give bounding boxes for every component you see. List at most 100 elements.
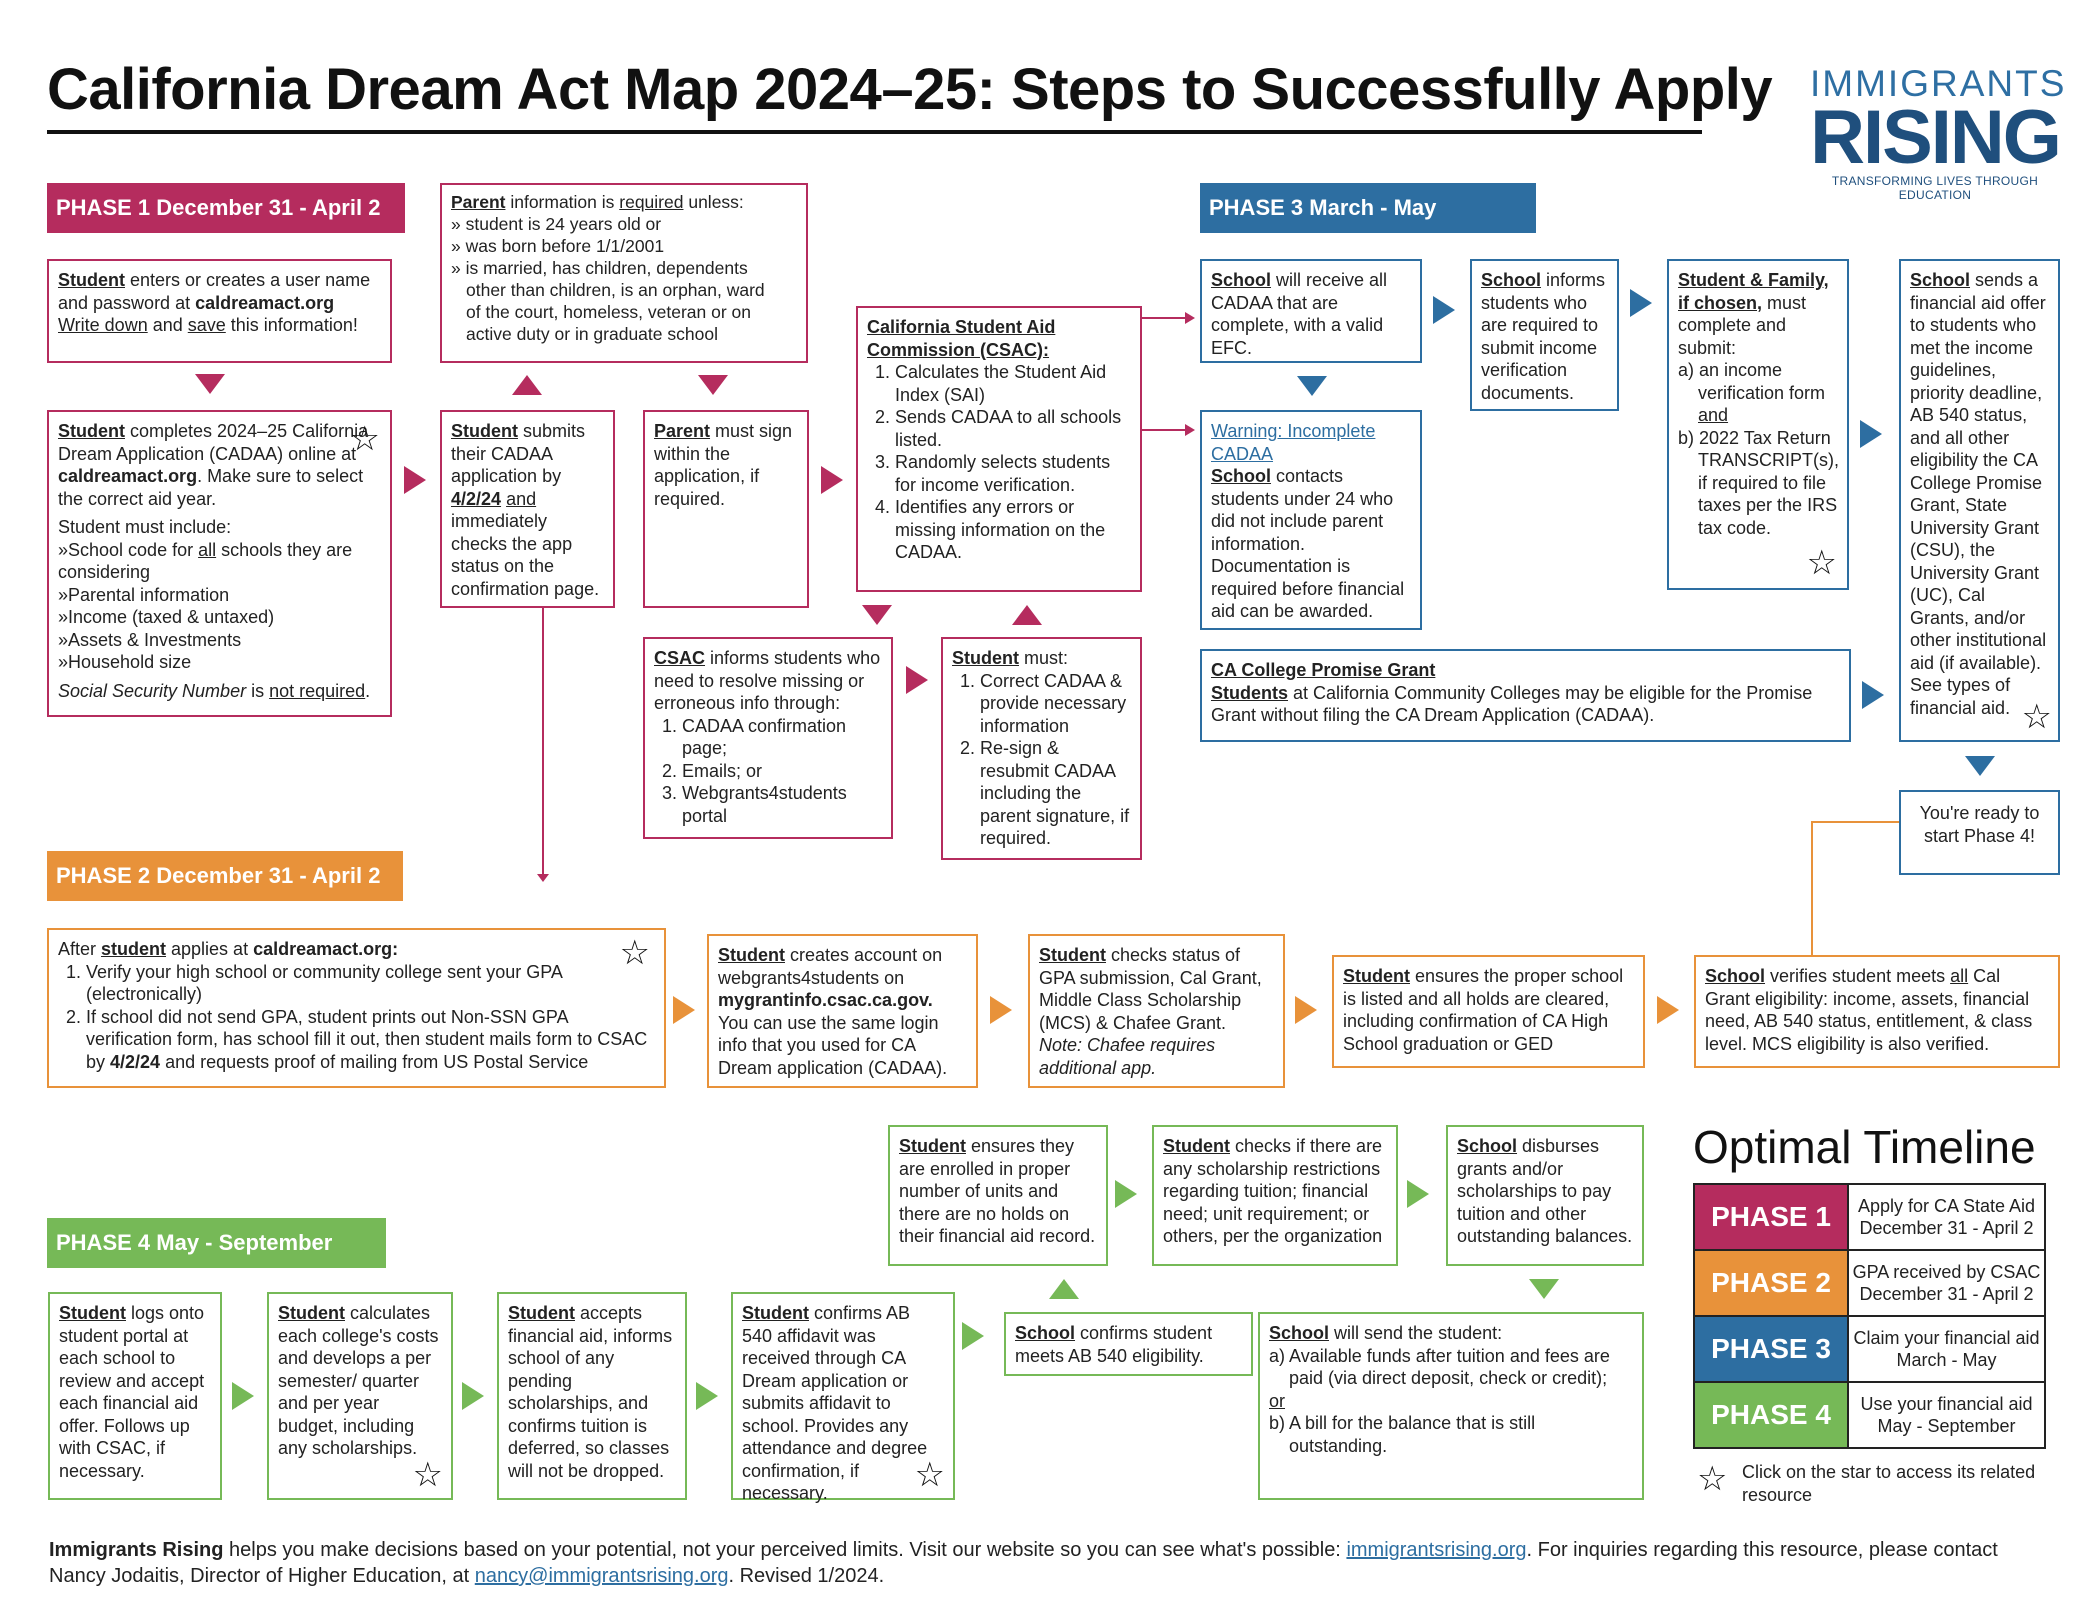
- box-create-account: Student enters or creates a user name an…: [47, 259, 392, 363]
- timeline-phase-label: PHASE 1: [1695, 1185, 1847, 1249]
- list-item: Verify your high school or community col…: [86, 961, 655, 1006]
- text: and: [506, 488, 537, 509]
- arrow-down: [1529, 1279, 1559, 1299]
- box-parent-sign: Parent must sign within the application,…: [643, 410, 809, 608]
- box-webgrants-account: Student creates account on webgrants4stu…: [707, 934, 978, 1088]
- arrow-right: [1433, 296, 1455, 324]
- arrow-down: [698, 375, 728, 395]
- text: and: [1698, 405, 1729, 425]
- text: Write down: [58, 315, 148, 335]
- text: required: [619, 192, 684, 212]
- text: creates account on webgrants4students on: [718, 945, 943, 988]
- box-parent-info: Parent information is required unless: »…: [440, 183, 808, 363]
- logo-text-main: RISING: [1810, 95, 2062, 180]
- text: and requests proof of mailing from US Po…: [160, 1051, 589, 1072]
- text: March - May: [1896, 1350, 1997, 1370]
- text: or: [1269, 1390, 1286, 1411]
- text: at California Community Colleges may be …: [1211, 682, 1813, 726]
- text: December 31 - April 2: [1859, 1284, 2034, 1304]
- arrow-right: [962, 1322, 984, 1350]
- footer-org: Immigrants Rising: [49, 1539, 224, 1561]
- star-resource-icon[interactable]: ☆: [1806, 544, 1837, 582]
- text: must:: [1019, 648, 1069, 668]
- site-name: mygrantinfo.csac.ca.gov.: [718, 990, 933, 1010]
- text: Claim your financial aid: [1853, 1328, 2040, 1348]
- text: Social Security Number: [58, 680, 247, 701]
- box-complete-cadaa: Student completes 2024–25 California Dre…: [47, 410, 392, 717]
- subject: School: [1269, 1323, 1330, 1343]
- subject: School: [1015, 1323, 1076, 1343]
- box-enrolled-units: Student ensures they are enrolled in pro…: [888, 1125, 1108, 1266]
- text: Cal Grant eligibility: income, assets, f…: [1705, 966, 2033, 1054]
- arrow-right: [1862, 681, 1884, 709]
- text: a) an income verification form: [1678, 360, 1826, 403]
- text: confirms student meets AB 540 eligibilit…: [1015, 1323, 1213, 1366]
- list-item: »Income (taxed & untaxed): [58, 607, 275, 627]
- subject: Student: [1163, 1136, 1230, 1156]
- arrow-right: [1115, 1180, 1137, 1208]
- text: May - September: [1877, 1416, 2016, 1436]
- text: Use your financial aid: [1860, 1394, 2033, 1414]
- text: You're ready to start Phase 4!: [1919, 803, 2040, 846]
- subject: Parent: [654, 421, 711, 441]
- site-name: caldreamact.org: [58, 466, 198, 486]
- text: applies at: [166, 939, 254, 959]
- list-item: CADAA confirmation page;: [682, 715, 882, 760]
- subject: Student: [899, 1136, 966, 1156]
- text: b) A bill for the balance that is still …: [1269, 1413, 1536, 1456]
- list-item: »School code for: [58, 539, 199, 560]
- text: verifies student meets: [1765, 966, 1951, 986]
- subject: Student & Family, if chosen,: [1678, 270, 1829, 313]
- text: Apply for CA State Aid: [1857, 1196, 2036, 1216]
- subject: Student: [278, 1303, 345, 1323]
- box-school-listed: Student ensures the proper school is lis…: [1332, 955, 1645, 1068]
- list-item: » is married, has children, dependents: [451, 258, 748, 278]
- phase-3-label: PHASE 3 March - May: [1200, 183, 1536, 233]
- subject: Student: [1039, 945, 1106, 965]
- arrow-right: [906, 666, 928, 694]
- subject: Student: [952, 648, 1019, 668]
- subject: Student: [451, 421, 518, 441]
- text: calculates each college's costs and deve…: [278, 1303, 439, 1458]
- website-link[interactable]: immigrantsrising.org: [1346, 1539, 1527, 1561]
- text: submits their CADAA application by: [451, 421, 586, 486]
- text: December 31 - April 2: [1859, 1218, 2034, 1238]
- promise-grant-title: CA College Promise Grant: [1211, 660, 1436, 680]
- box-submit-cadaa: Student submits their CADAA application …: [440, 410, 615, 608]
- list-item: Correct CADAA & provide necessary inform…: [980, 670, 1131, 738]
- text: this information!: [225, 315, 358, 335]
- star-resource-icon[interactable]: ☆: [412, 1456, 443, 1494]
- list-item: »Household size: [58, 652, 192, 672]
- connector-arrowhead: [1185, 312, 1195, 324]
- star-resource-icon[interactable]: ☆: [619, 934, 650, 972]
- subject: Students: [1211, 682, 1289, 703]
- box-csac-actions: California Student Aid Commission (CSAC)…: [856, 306, 1142, 592]
- text: If school did not send GPA, student prin…: [86, 1006, 648, 1072]
- list-item: Webgrants4students portal: [682, 782, 882, 827]
- text: logs onto student portal at each school …: [59, 1303, 205, 1481]
- email-link[interactable]: nancy@immigrantsrising.org: [474, 1565, 729, 1587]
- arrow-right: [1860, 420, 1882, 448]
- subject: CSAC: [654, 648, 706, 668]
- box-csac-informs: CSAC informs students who need to resolv…: [643, 637, 893, 839]
- star-resource-icon[interactable]: ☆: [2021, 698, 2052, 736]
- text: . For inquiries regarding this resource,…: [49, 1539, 1998, 1587]
- date: 4/2/24: [451, 488, 502, 509]
- list-item: of the court, homeless, veteran or on: [466, 302, 752, 322]
- text: completes 2024–25 California Dream Appli…: [58, 421, 369, 464]
- warning-title[interactable]: Warning: Incomplete CADAA: [1211, 421, 1376, 464]
- subject: Student: [508, 1303, 575, 1323]
- star-resource-icon[interactable]: ☆: [349, 420, 380, 458]
- list-item: Calculates the Student Aid Index (SAI): [895, 361, 1131, 406]
- text: confirms AB 540 affidavit was received t…: [742, 1303, 928, 1503]
- box-student-must: Student must: Correct CADAA & provide ne…: [941, 637, 1142, 860]
- connector-phase2-to-ready: [1811, 821, 1918, 955]
- star-resource-icon[interactable]: ☆: [914, 1456, 945, 1494]
- arrow-right: [1657, 996, 1679, 1024]
- subject: Student: [742, 1303, 809, 1323]
- timeline-title: Optimal Timeline: [1693, 1121, 2036, 1173]
